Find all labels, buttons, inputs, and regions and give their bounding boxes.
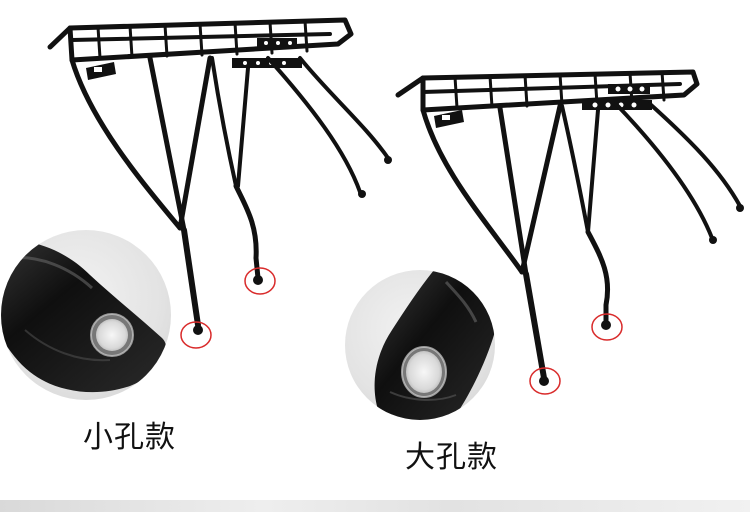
- rack-right: [395, 69, 744, 386]
- bottom-strip: [0, 500, 750, 512]
- left-mount-highlight-1: [180, 321, 212, 349]
- rack-left: [47, 17, 392, 335]
- zoom-large-hole: [345, 270, 495, 420]
- left-mount-highlight-2: [244, 267, 276, 295]
- large-hole-label: 大孔款: [405, 440, 498, 475]
- zoom-small-hole: [1, 230, 171, 400]
- right-mount-highlight-1: [529, 367, 561, 395]
- right-mount-highlight-2: [591, 313, 623, 341]
- small-hole-label: 小孔款: [83, 420, 176, 455]
